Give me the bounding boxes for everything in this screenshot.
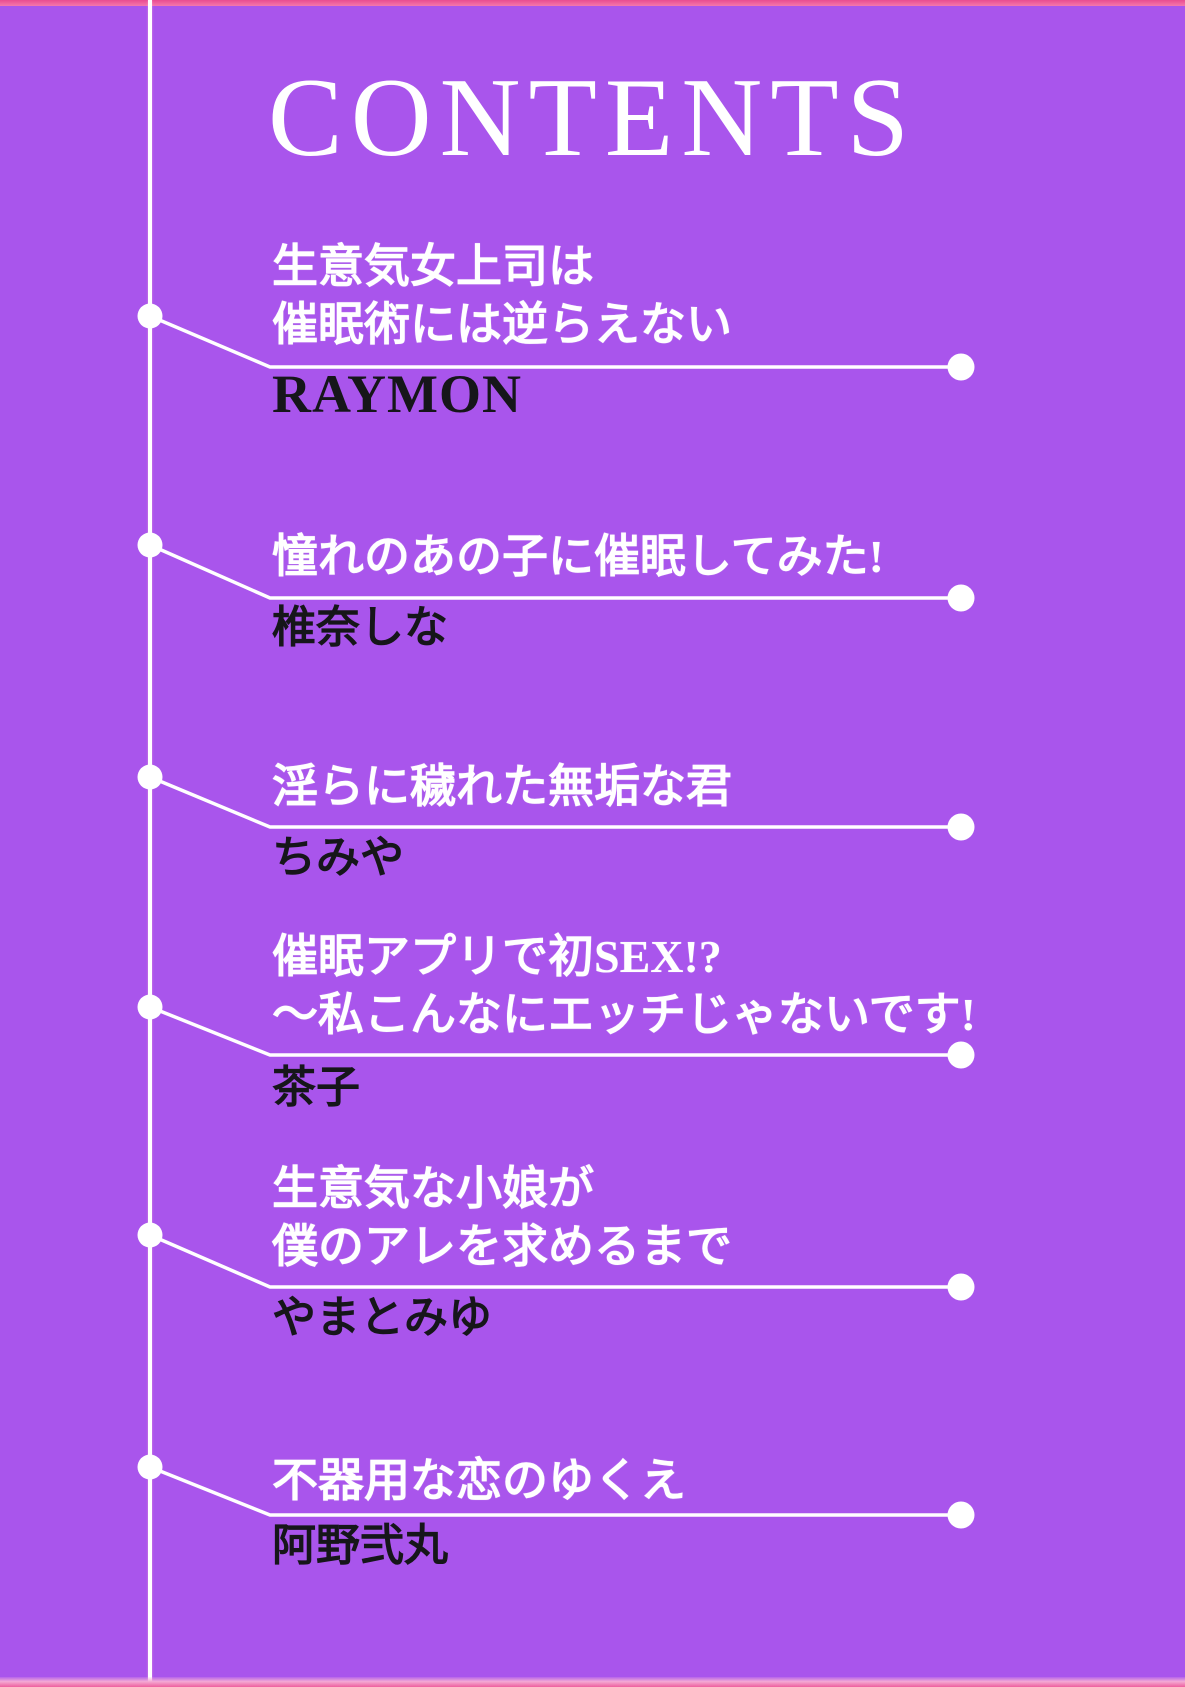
entry-author: 茶子: [272, 1063, 360, 1112]
top-pink-border: [0, 0, 1185, 6]
entry-title-line: 〜私こんなにエッチじゃないです!: [272, 989, 976, 1040]
entry-5-connector: [137, 1222, 975, 1301]
entry-title: 生意気女上司は 催眠術には逆らえない: [272, 238, 732, 354]
entry-author: ちみや: [272, 833, 404, 882]
entry-author: やまとみゆ: [272, 1293, 492, 1342]
entry-title: 不器用な恋のゆくえ: [272, 1452, 686, 1510]
entry-title-line: 僕のアレを求めるまで: [272, 1221, 732, 1272]
entry-6-connector: [137, 1454, 975, 1529]
entry-title-line: 生意気女上司は: [272, 241, 594, 292]
page-title: CONTENTS: [268, 56, 917, 180]
entry-title-line: 不器用な恋のゆくえ: [272, 1455, 686, 1506]
entry-title-line: 催眠術には逆らえない: [272, 299, 732, 350]
entry-title-line: 催眠アプリで初SEX!?: [272, 931, 722, 982]
timeline-vertical-line: [148, 0, 152, 1687]
entry-title-line: 淫らに穢れた無垢な君: [272, 761, 732, 812]
entry-title: 催眠アプリで初SEX!? 〜私こんなにエッチじゃないです!: [272, 928, 976, 1044]
entry-title-line: 生意気な小娘が: [272, 1163, 594, 1214]
entry-title-line: 憧れのあの子に催眠してみた!: [272, 531, 884, 582]
entry-title: 憧れのあの子に催眠してみた!: [272, 528, 884, 586]
entry-author: 椎奈しな: [272, 603, 448, 652]
entry-3-connector: [137, 764, 975, 841]
entry-title: 生意気な小娘が 僕のアレを求めるまで: [272, 1160, 732, 1276]
entry-1-connector: [137, 303, 975, 381]
entry-4-connector: [137, 994, 975, 1069]
entry-author: RAYMON: [272, 364, 523, 424]
bottom-pink-border: [0, 1677, 1185, 1687]
entry-author: 阿野弐丸: [272, 1521, 448, 1570]
entry-2-connector: [137, 532, 975, 612]
entry-title: 淫らに穢れた無垢な君: [272, 758, 732, 816]
